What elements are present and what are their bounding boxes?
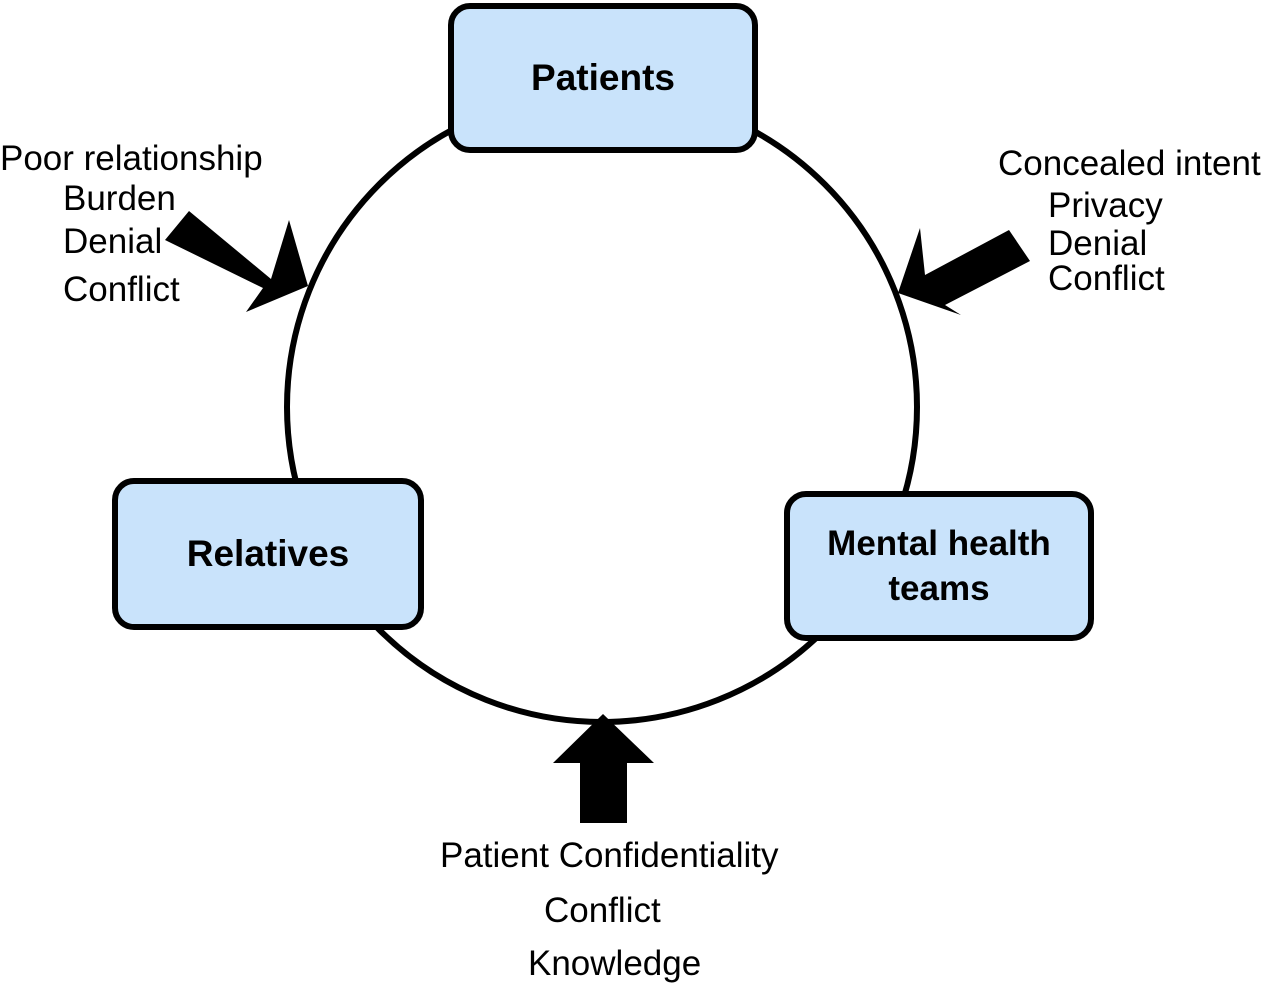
barrier-conflict: Conflict <box>63 270 180 309</box>
mental-health-teams-label-line-1: Mental health <box>827 523 1051 563</box>
barrier-concealed-intent: Concealed intent <box>998 144 1261 183</box>
arrow-up-icon <box>553 714 654 823</box>
relatives-label: Relatives <box>186 532 350 574</box>
patients-node: Patients <box>448 3 758 153</box>
patients-label: Patients <box>531 56 675 98</box>
barrier-denial: Denial <box>1048 224 1148 263</box>
barrier-conflict: Conflict <box>1048 259 1165 298</box>
mental-health-teams-node: Mental health teams <box>784 491 1094 641</box>
barrier-patient-confidentiality: Patient Confidentiality <box>440 836 779 875</box>
barrier-denial: Denial <box>63 222 163 261</box>
arrow-left-icon <box>165 211 308 312</box>
relatives-node: Relatives <box>112 478 424 630</box>
barrier-burden: Burden <box>63 179 176 218</box>
barrier-knowledge: Knowledge <box>528 944 702 983</box>
mental-health-teams-label-line-2: teams <box>888 569 990 608</box>
arrow-right-icon <box>898 228 1030 315</box>
barrier-poor-relationship: Poor relationship <box>0 139 263 178</box>
barrier-privacy: Privacy <box>1048 186 1163 225</box>
barrier-conflict: Conflict <box>544 891 661 930</box>
